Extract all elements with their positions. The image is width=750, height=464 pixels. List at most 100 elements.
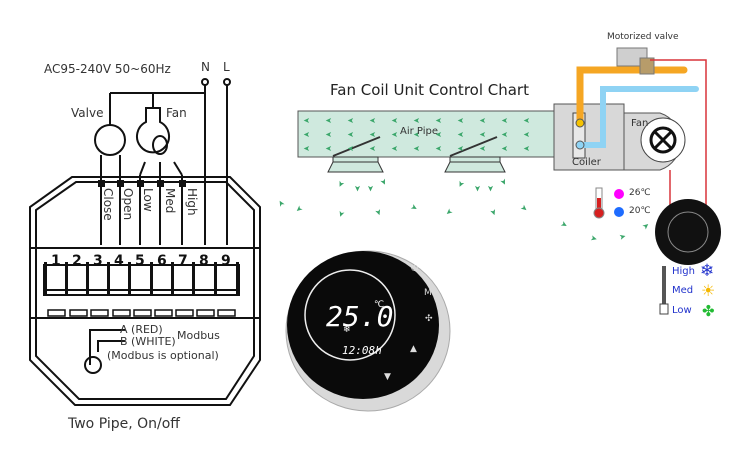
up-button[interactable]: ▲ xyxy=(410,344,417,354)
airflow-arrow: ➤ xyxy=(325,130,332,139)
airflow-arrow: ➤ xyxy=(347,130,354,139)
mode-button[interactable]: M xyxy=(424,288,432,298)
airflow-arrow: ➤ xyxy=(347,116,354,125)
airflow-arrow: ➤ xyxy=(369,116,376,125)
modbus-note: (Modbus is optional) xyxy=(107,349,219,362)
power-button[interactable]: ⏻ xyxy=(411,264,419,274)
airflow-arrow: ➤ xyxy=(519,203,530,214)
fan-mode-icon: ✤ xyxy=(702,302,715,320)
airflow-arrow: ➤ xyxy=(443,206,454,217)
terminal-number: 3 xyxy=(93,253,103,269)
airflow-arrow: ➤ xyxy=(498,177,509,187)
terminal-number: 2 xyxy=(72,253,82,269)
airflow-arrow: ➤ xyxy=(369,144,376,153)
snowflake-indicator-icon: ❄ xyxy=(343,325,351,335)
fan-speed-low: Low xyxy=(672,305,692,316)
airflow-arrow: ➤ xyxy=(457,144,464,153)
airflow-arrow: ➤ xyxy=(486,185,495,192)
airflow-arrow: ➤ xyxy=(373,208,384,218)
airflow-arrow: ➤ xyxy=(336,209,347,219)
hot-temp-label: 26℃ xyxy=(629,188,651,198)
airflow-arrow: ➤ xyxy=(457,116,464,125)
down-button[interactable]: ▼ xyxy=(384,372,391,382)
airflow-arrow: ➤ xyxy=(303,144,310,153)
airflow-arrow: ➤ xyxy=(409,202,420,213)
airflow-arrow: ➤ xyxy=(366,185,375,192)
modbus-label: Modbus xyxy=(177,329,220,342)
modbus-a-label: A (RED) xyxy=(120,323,163,336)
thermostat-temperature: 25.0 xyxy=(326,300,394,333)
terminal-number: 5 xyxy=(135,253,145,269)
airflow-arrow: ➤ xyxy=(559,219,570,230)
hot-temp-dot xyxy=(614,189,624,199)
airflow-arrow: ➤ xyxy=(293,203,304,214)
airflow-arrow: ➤ xyxy=(457,130,464,139)
airflow-arrow: ➤ xyxy=(413,130,420,139)
terminal-number: 8 xyxy=(199,253,209,269)
airflow-arrow: ➤ xyxy=(378,177,389,187)
fan-speed-med: Med xyxy=(672,285,694,296)
airflow-arrow: ➤ xyxy=(501,130,508,139)
small-thermostat xyxy=(655,199,721,265)
airflow-arrow: ➤ xyxy=(618,231,627,242)
terminal-number: 9 xyxy=(221,253,231,269)
airflow-arrow: ➤ xyxy=(391,130,398,139)
fan-button[interactable]: ✣ xyxy=(425,314,433,324)
terminal-number: 6 xyxy=(157,253,167,269)
terminal-label-close: Close xyxy=(101,188,115,221)
valve-label: Valve xyxy=(71,106,104,120)
fan-wheel xyxy=(649,126,677,154)
speed-slider xyxy=(659,303,669,315)
airflow-arrow: ➤ xyxy=(325,144,332,153)
airflow-arrow: ➤ xyxy=(479,144,486,153)
airflow-arrow: ➤ xyxy=(369,130,376,139)
valve-symbol xyxy=(94,124,126,156)
airflow-arrow: ➤ xyxy=(335,179,346,189)
airflow-arrow: ➤ xyxy=(455,179,466,189)
air-pipe xyxy=(297,110,555,158)
airflow-arrow: ➤ xyxy=(325,116,332,125)
cold-temp-label: 20℃ xyxy=(629,206,651,216)
airflow-arrow: ➤ xyxy=(589,233,598,244)
airflow-arrow: ➤ xyxy=(501,116,508,125)
motorized-valve-label: Motorized valve xyxy=(607,32,679,42)
wiring-drawing xyxy=(29,78,261,406)
terminal-posts xyxy=(44,262,239,296)
modbus-b-label: B (WHITE) xyxy=(120,335,176,348)
airflow-arrow: ➤ xyxy=(413,116,420,125)
snowflake-icon: ❄ xyxy=(700,261,715,281)
cold-temp-dot xyxy=(614,207,624,217)
fan-label: Fan xyxy=(166,106,187,120)
coiler-label: Coiler xyxy=(572,157,601,168)
airflow-arrows: ➤➤➤➤➤➤➤➤➤➤➤➤➤➤➤➤➤➤➤➤➤➤➤➤➤➤➤➤➤➤➤➤➤➤➤➤➤➤➤➤… xyxy=(275,116,651,244)
cold-water-pipe xyxy=(579,86,699,148)
terminal-number: 1 xyxy=(51,253,61,269)
sun-icon: ☀ xyxy=(701,281,716,300)
airflow-arrow: ➤ xyxy=(523,116,530,125)
terminal-label-high: High xyxy=(185,188,199,216)
fan-label: Fan xyxy=(631,118,649,129)
terminal-label-med: Med xyxy=(163,188,177,214)
airflow-arrow: ➤ xyxy=(473,185,482,192)
airflow-arrow: ➤ xyxy=(353,185,362,192)
neutral-label: N xyxy=(201,60,210,74)
airflow-arrow: ➤ xyxy=(303,116,310,125)
airflow-arrow: ➤ xyxy=(523,130,530,139)
terminal-label-low: Low xyxy=(141,188,155,212)
power-spec-label: AC95-240V 50~60Hz xyxy=(44,62,171,76)
thermostat-face xyxy=(287,251,439,399)
airflow-arrow: ➤ xyxy=(501,144,508,153)
airflow-arrow: ➤ xyxy=(641,220,652,231)
control-wire xyxy=(650,59,707,238)
airflow-arrow: ➤ xyxy=(275,198,286,209)
air-diffuser xyxy=(327,161,384,173)
diagram-caption: Two Pipe, On/off xyxy=(68,416,180,432)
terminal-number: 4 xyxy=(114,253,124,269)
airflow-arrow: ➤ xyxy=(391,116,398,125)
thermostat-time: 12:08h xyxy=(342,344,382,357)
air-pipe-label: Air Pipe xyxy=(400,126,438,137)
airflow-arrow: ➤ xyxy=(479,116,486,125)
airflow-arrow: ➤ xyxy=(479,130,486,139)
air-diffuser xyxy=(444,161,506,173)
